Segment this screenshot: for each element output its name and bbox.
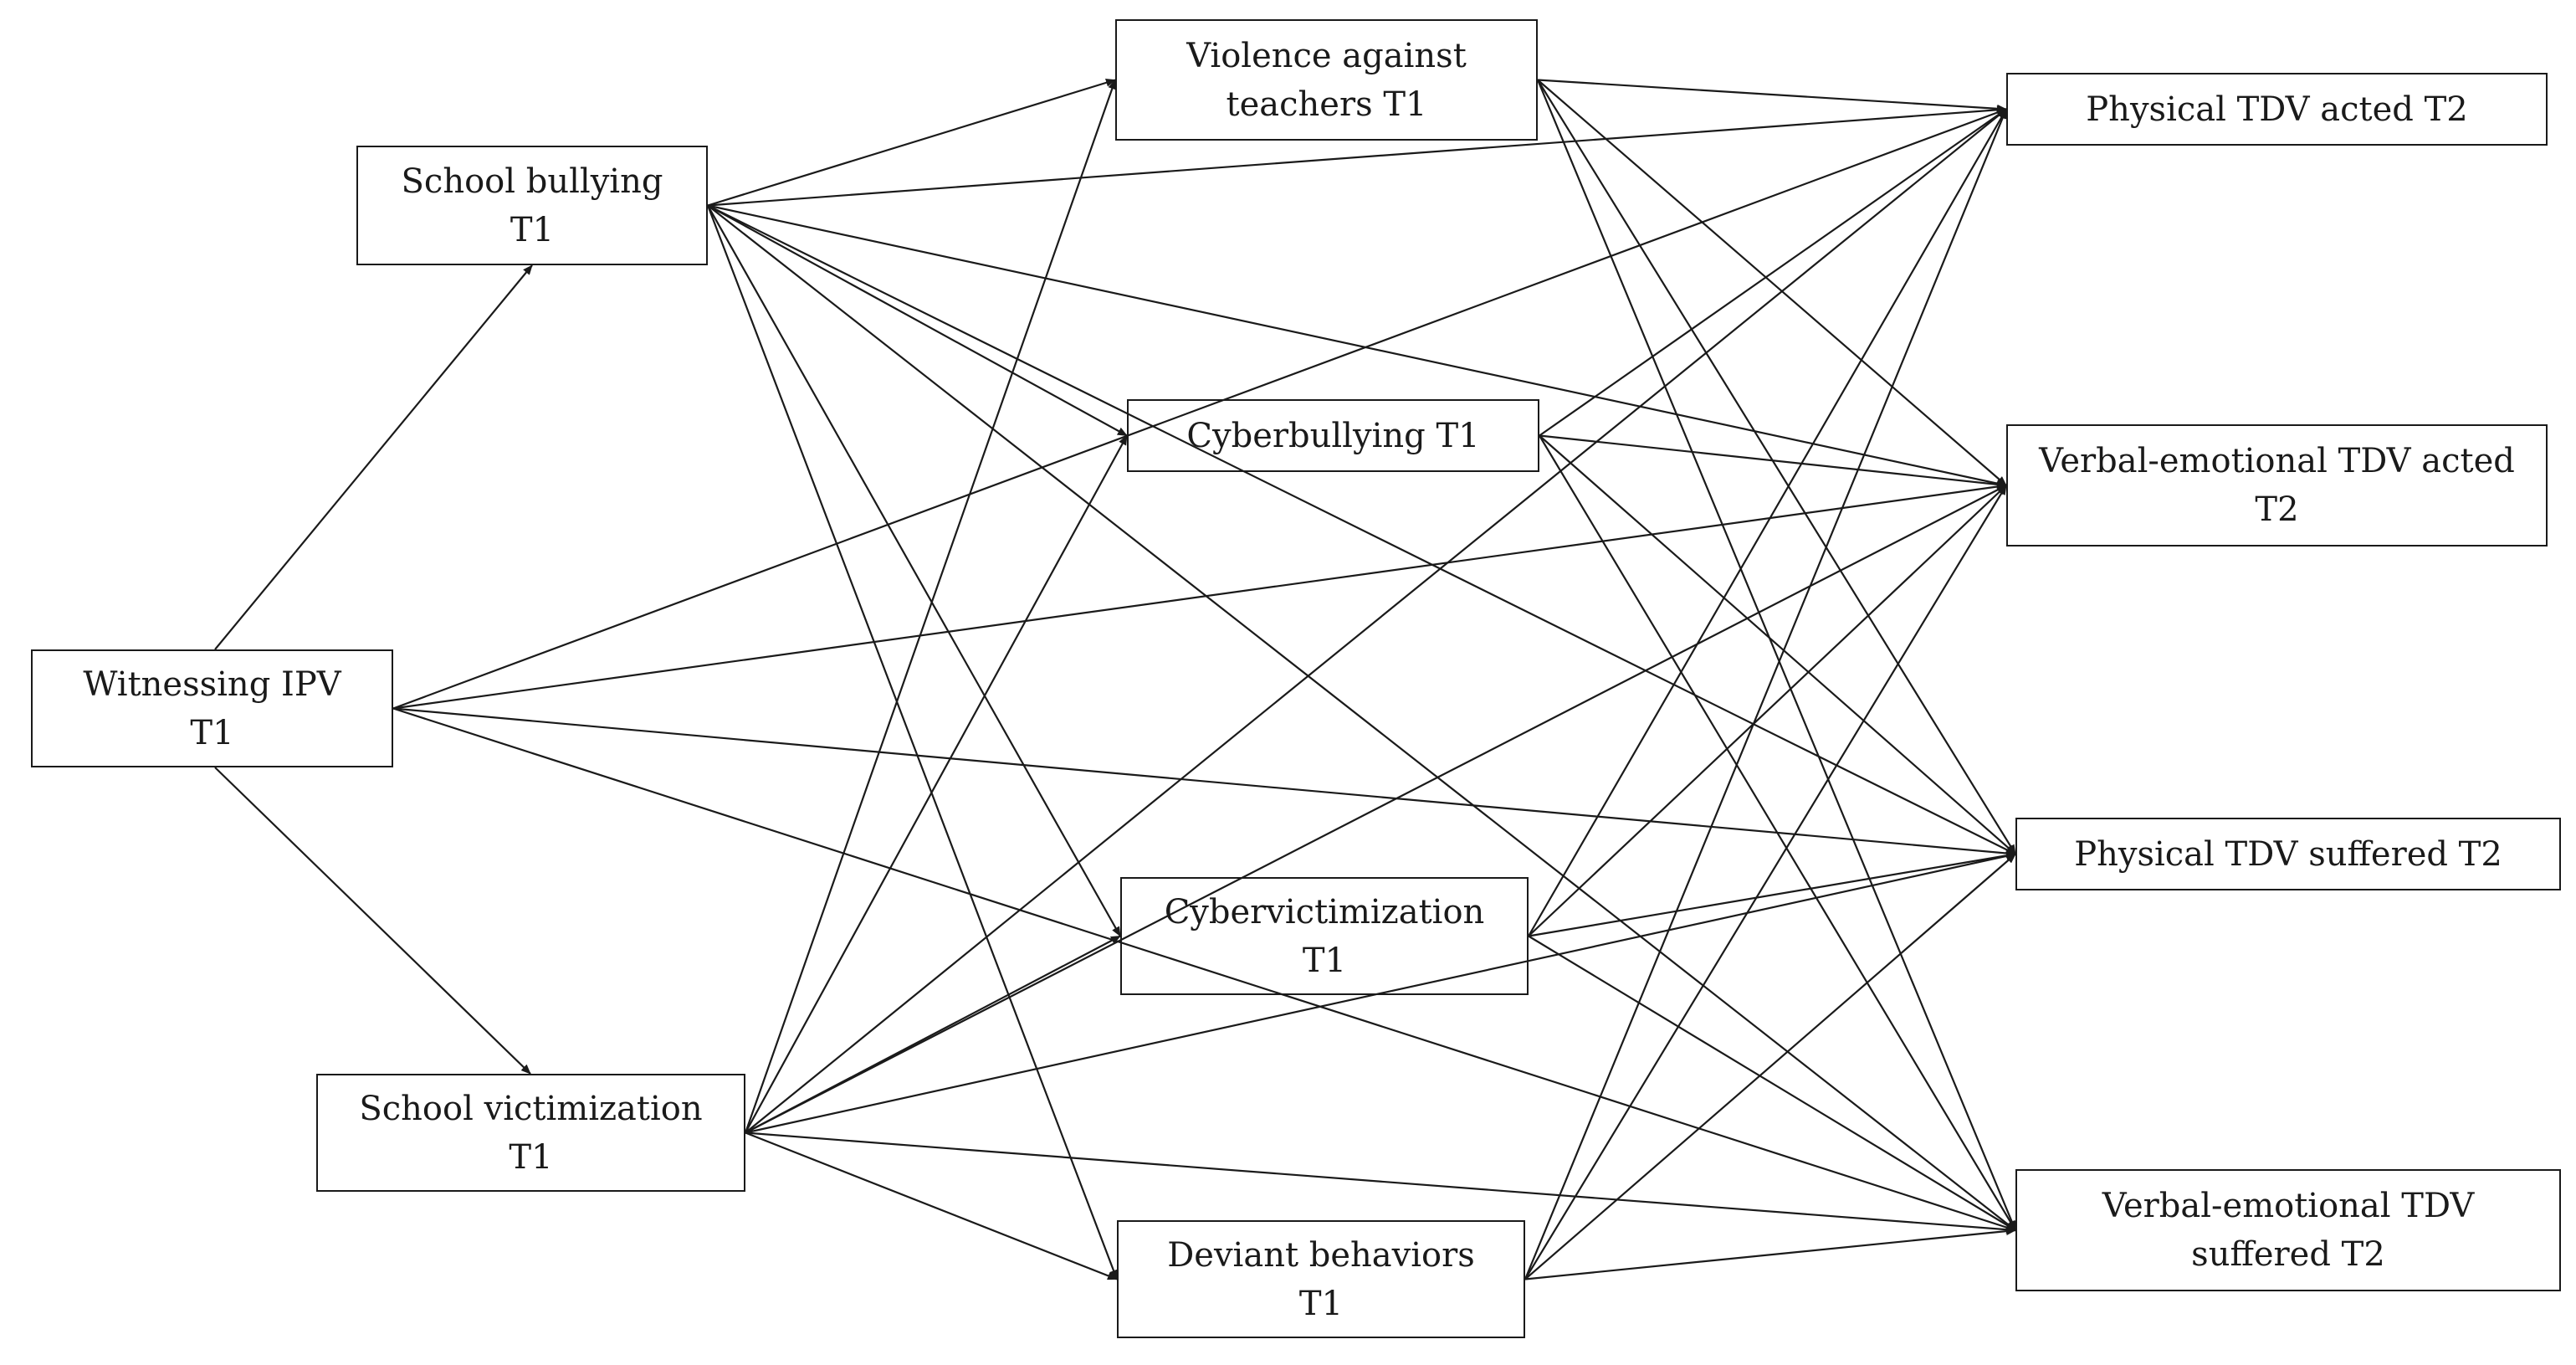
node-label-line: Verbal-emotional TDV bbox=[2102, 1187, 2475, 1225]
node-label: Verbal-emotional TDV suffered T2 bbox=[2102, 1182, 2474, 1279]
node-verbal-emotional-tdv-acted: Verbal-emotional TDV acted T2 bbox=[2006, 424, 2548, 547]
node-label: Physical TDV acted T2 bbox=[2086, 85, 2467, 134]
edge-school-bullying-to-physical-suffered bbox=[707, 204, 2016, 855]
node-label-line: School bullying bbox=[401, 162, 663, 201]
edge-cyberbullying-to-verbal-acted bbox=[1539, 434, 2007, 489]
edge-cybervictimization-to-physical-acted bbox=[1528, 108, 2007, 937]
edge-cybervictimization-to-verbal-acted bbox=[1528, 485, 2007, 937]
node-witnessing-ipv: Witnessing IPV T1 bbox=[31, 649, 393, 767]
edge-cybervictimization-to-physical-suffered bbox=[1528, 851, 2016, 937]
node-label-line: T1 bbox=[509, 1137, 553, 1177]
node-label-line: T1 bbox=[510, 210, 555, 249]
edge-deviant-behaviors-to-physical-acted bbox=[1524, 108, 2008, 1280]
node-label-line: T2 bbox=[2255, 490, 2299, 529]
node-label: Violence against teachers T1 bbox=[1186, 32, 1467, 129]
node-label-line: Violence against bbox=[1186, 36, 1467, 75]
edge-cyberbullying-to-physical-acted bbox=[1539, 108, 2007, 437]
edge-school-bullying-to-cyberbullying bbox=[707, 204, 1128, 437]
node-label-line: teachers T1 bbox=[1226, 85, 1427, 124]
node-physical-tdv-acted: Physical TDV acted T2 bbox=[2006, 73, 2548, 146]
edge-cybervictimization-to-verbal-suffered bbox=[1528, 935, 2016, 1231]
edge-witnessing-ipv-to-physical-suffered bbox=[392, 707, 2016, 858]
node-label: Witnessing IPV T1 bbox=[83, 660, 341, 757]
edge-witnessing-ipv-to-verbal-acted bbox=[392, 482, 2007, 710]
edge-witnessing-ipv-to-school-victimization bbox=[214, 767, 531, 1075]
node-label-line: Deviant behaviors bbox=[1167, 1235, 1475, 1275]
edge-school-bullying-to-verbal-suffered bbox=[707, 204, 2016, 1231]
edge-school-victimization-to-cyberbullying bbox=[745, 434, 1128, 1134]
edge-school-victimization-to-cybervictimization bbox=[745, 935, 1121, 1134]
edge-school-victimization-to-deviant-behaviors bbox=[745, 1132, 1118, 1280]
edge-deviant-behaviors-to-physical-suffered bbox=[1524, 853, 2016, 1280]
node-physical-tdv-suffered: Physical TDV suffered T2 bbox=[2015, 818, 2561, 890]
node-school-bullying: School bullying T1 bbox=[356, 146, 708, 265]
edge-violence-teachers-to-physical-suffered bbox=[1537, 79, 2016, 855]
node-cybervictimization: Cybervictimization T1 bbox=[1120, 877, 1529, 995]
node-deviant-behaviors: Deviant behaviors T1 bbox=[1117, 1220, 1525, 1338]
edge-witnessing-ipv-to-school-bullying bbox=[214, 264, 533, 650]
node-label-line: Witnessing IPV bbox=[83, 665, 341, 704]
edge-deviant-behaviors-to-verbal-suffered bbox=[1524, 1227, 2016, 1280]
edge-school-victimization-to-verbal-acted bbox=[745, 485, 2007, 1134]
node-cyberbullying: Cyberbullying T1 bbox=[1127, 399, 1539, 472]
edge-school-victimization-to-verbal-suffered bbox=[745, 1132, 2016, 1234]
node-label: School victimization T1 bbox=[359, 1085, 702, 1182]
edge-violence-teachers-to-verbal-suffered bbox=[1536, 80, 2017, 1231]
node-label-line: Cybervictimization bbox=[1164, 892, 1485, 931]
node-label-line: T1 bbox=[1302, 941, 1347, 980]
edge-school-bullying-to-violence-teachers bbox=[707, 78, 1116, 207]
node-label: Physical TDV suffered T2 bbox=[2074, 830, 2502, 879]
node-violence-against-teachers: Violence against teachers T1 bbox=[1115, 19, 1538, 141]
edge-school-bullying-to-cybervictimization bbox=[707, 204, 1121, 937]
node-label: Cyberbullying T1 bbox=[1186, 412, 1479, 460]
node-label: Verbal-emotional TDV acted T2 bbox=[2039, 437, 2515, 534]
edge-cyberbullying-to-verbal-suffered bbox=[1539, 434, 2016, 1231]
node-label-line: T1 bbox=[1298, 1284, 1344, 1323]
edge-cyberbullying-to-physical-suffered bbox=[1539, 434, 2016, 855]
node-label-line: School victimization bbox=[359, 1089, 703, 1128]
edge-violence-teachers-to-verbal-acted bbox=[1537, 79, 2007, 486]
edge-school-victimization-to-violence-teachers bbox=[744, 79, 1117, 1133]
node-label-line: Verbal-emotional TDV acted bbox=[2039, 442, 2515, 480]
edge-deviant-behaviors-to-verbal-acted bbox=[1524, 485, 2007, 1280]
edge-school-bullying-to-deviant-behaviors bbox=[706, 205, 1119, 1280]
node-label-line: Physical TDV acted T2 bbox=[2086, 90, 2468, 129]
node-label: Deviant behaviors T1 bbox=[1167, 1231, 1475, 1328]
node-label: Cybervictimization T1 bbox=[1165, 888, 1485, 985]
node-label-line: Cyberbullying T1 bbox=[1186, 416, 1480, 455]
node-verbal-emotional-tdv-suffered: Verbal-emotional TDV suffered T2 bbox=[2015, 1169, 2561, 1291]
node-label-line: Physical TDV suffered T2 bbox=[2074, 834, 2502, 874]
edge-violence-teachers-to-physical-acted bbox=[1537, 79, 2007, 113]
node-school-victimization: School victimization T1 bbox=[316, 1074, 745, 1192]
node-label-line: T1 bbox=[190, 713, 234, 752]
node-label: School bullying T1 bbox=[402, 157, 663, 254]
node-label-line: suffered T2 bbox=[2191, 1235, 2385, 1274]
